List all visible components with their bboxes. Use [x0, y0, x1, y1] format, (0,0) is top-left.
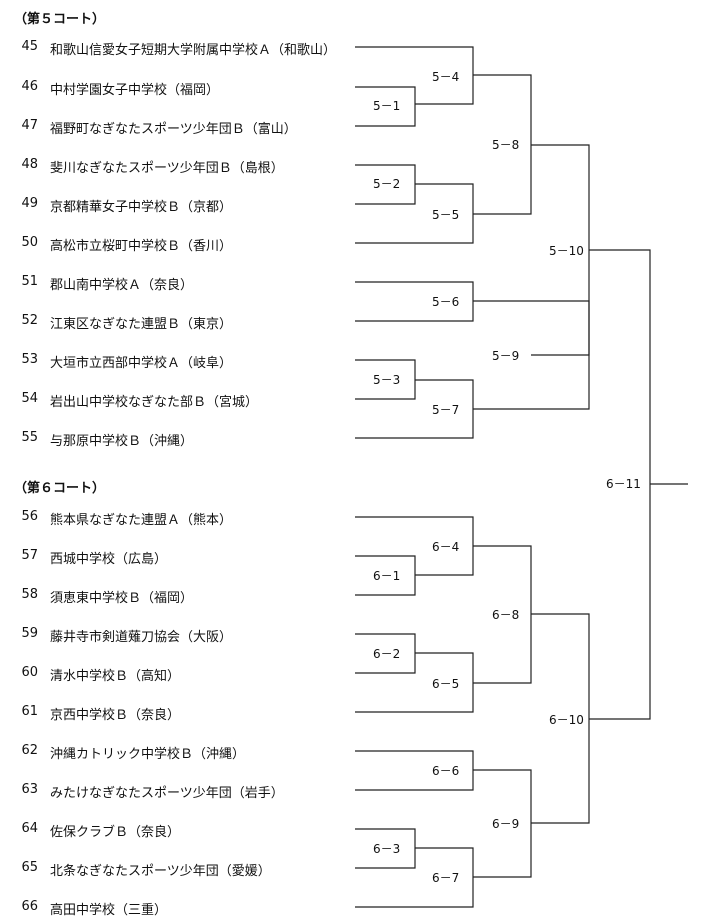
match-label: 6－7 — [432, 871, 460, 885]
match-label: 6－4 — [432, 540, 460, 554]
match-label: 6－10 — [549, 713, 584, 727]
match-label: 6－5 — [432, 677, 460, 691]
team-number: 54 — [21, 391, 38, 406]
match-label: 6－3 — [373, 842, 401, 856]
court-6-heading: （第６コート） — [14, 481, 106, 496]
court-5-heading: （第５コート） — [14, 12, 106, 27]
team-number: 45 — [21, 39, 38, 54]
team-name: 和歌山信愛女子短期大学附属中学校Ａ（和歌山） — [50, 43, 337, 58]
team-name: みたけなぎなたスポーツ少年団（岩手） — [50, 786, 284, 801]
team-number: 46 — [21, 79, 38, 94]
bracket-line — [355, 555, 416, 596]
team-number: 60 — [21, 665, 38, 680]
team-name: 沖縄カトリック中学校Ｂ（沖縄） — [50, 747, 246, 762]
team-number: 59 — [21, 626, 38, 641]
team-number: 63 — [21, 782, 38, 797]
team-name: 大垣市立西部中学校Ａ（岐阜） — [50, 356, 233, 371]
team-name: 佐保クラブＢ（奈良） — [50, 825, 181, 840]
match-label: 6－1 — [373, 569, 401, 583]
team-number: 57 — [21, 548, 38, 563]
team-number: 55 — [21, 430, 38, 445]
match-label: 5－7 — [432, 403, 460, 417]
match-label: 6－9 — [492, 817, 520, 831]
match-label: 5－10 — [549, 244, 584, 258]
match-label: 5－5 — [432, 208, 460, 222]
team-number: 64 — [21, 821, 38, 836]
match-label: 5－4 — [432, 70, 460, 84]
team-number: 51 — [21, 274, 38, 289]
team-number: 52 — [21, 313, 38, 328]
match-label: 5－9 — [492, 349, 520, 363]
team-name: 斐川なぎなたスポーツ少年団Ｂ（島根） — [50, 161, 284, 176]
team-name: 北条なぎなたスポーツ少年団（愛媛） — [50, 864, 271, 879]
team-name: 藤井寺市剣道薙刀協会（大阪） — [50, 630, 233, 645]
team-number: 61 — [21, 704, 38, 719]
team-name: 中村学園女子中学校（福岡） — [50, 83, 220, 98]
team-number: 66 — [21, 899, 38, 914]
final-match-label: 6－11 — [606, 477, 641, 491]
bracket-line — [355, 86, 416, 127]
match-label: 5－6 — [432, 295, 460, 309]
team-number: 62 — [21, 743, 38, 758]
team-name: 福野町なぎなたスポーツ少年団Ｂ（富山） — [50, 122, 297, 137]
team-number: 58 — [21, 587, 38, 602]
match-label: 5－1 — [373, 99, 401, 113]
team-number: 65 — [21, 860, 38, 875]
team-name: 郡山南中学校Ａ（奈良） — [50, 278, 194, 293]
team-name: 西城中学校（広島） — [50, 552, 168, 567]
match-label: 6－2 — [373, 647, 401, 661]
team-name: 高松市立桜町中学校Ｂ（香川） — [50, 239, 233, 254]
match-label: 6－6 — [432, 764, 460, 778]
team-number: 56 — [21, 509, 38, 524]
team-number: 49 — [21, 196, 38, 211]
team-number: 50 — [21, 235, 38, 250]
team-name: 京都精華女子中学校Ｂ（京都） — [50, 200, 233, 215]
team-name: 高田中学校（三重） — [50, 903, 168, 918]
team-name: 岩出山中学校なぎなた部Ｂ（宮城） — [50, 395, 259, 410]
team-number: 53 — [21, 352, 38, 367]
team-name: 与那原中学校Ｂ（沖縄） — [50, 434, 194, 449]
team-name: 江東区なぎなた連盟Ｂ（東京） — [50, 317, 233, 332]
match-label: 5－8 — [492, 138, 520, 152]
match-label: 5－2 — [373, 177, 401, 191]
team-name: 清水中学校Ｂ（高知） — [50, 669, 181, 684]
team-number: 47 — [21, 118, 38, 133]
team-name: 熊本県なぎなた連盟Ａ（熊本） — [50, 513, 233, 528]
match-label: 6－8 — [492, 608, 520, 622]
team-name: 京西中学校Ｂ（奈良） — [50, 708, 181, 723]
team-name: 須恵東中学校Ｂ（福岡） — [50, 591, 194, 606]
team-number: 48 — [21, 157, 38, 172]
match-label: 5－3 — [373, 373, 401, 387]
